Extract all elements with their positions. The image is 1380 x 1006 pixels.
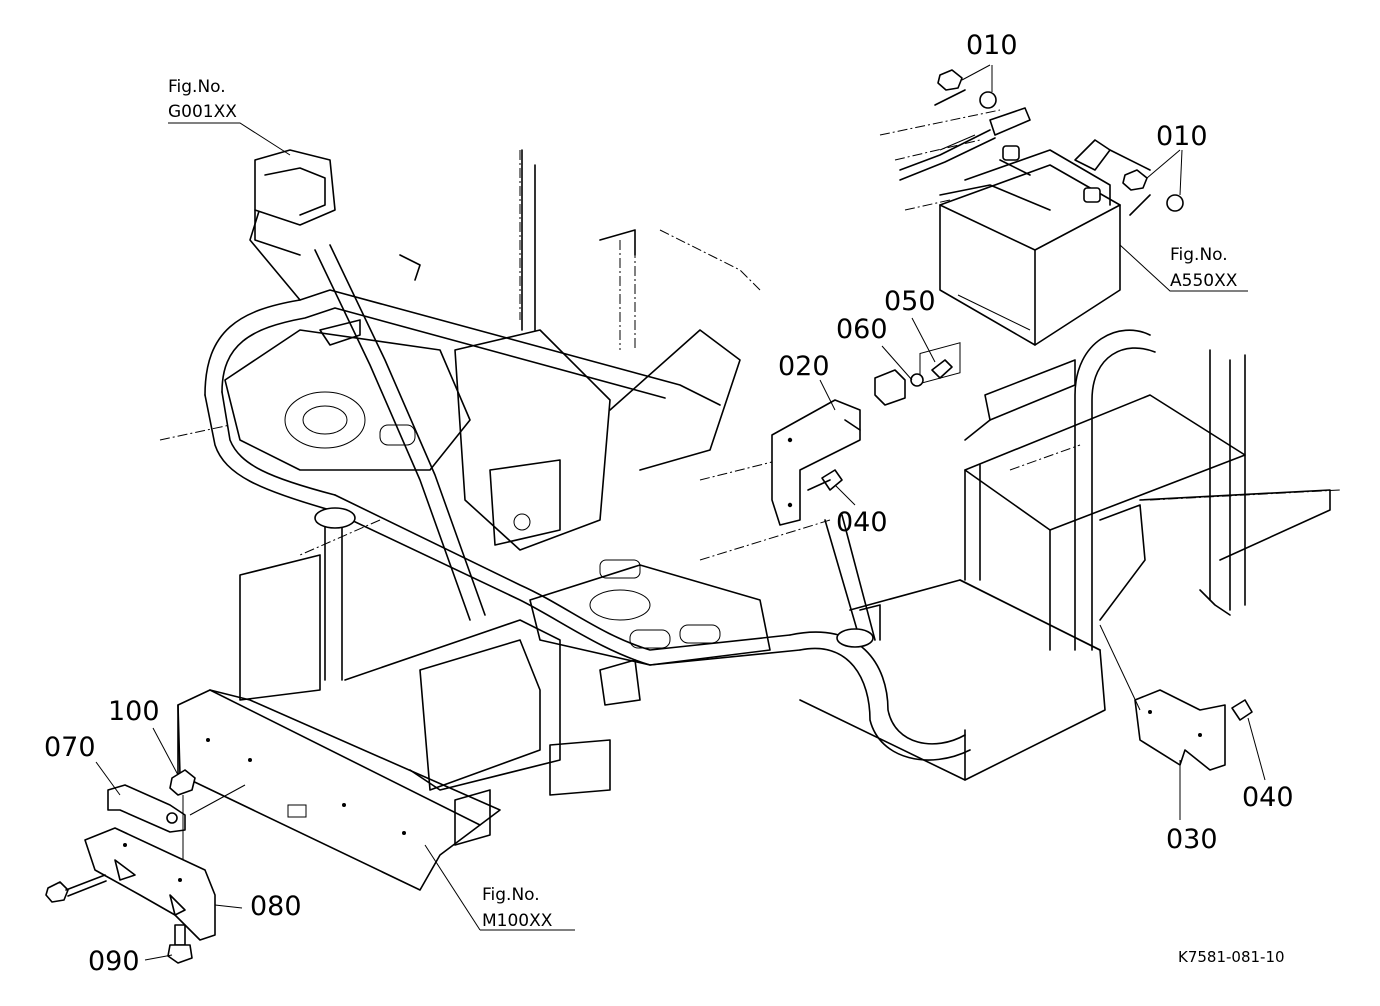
relay-060 — [874, 359, 953, 406]
label-050: 050 — [884, 286, 936, 317]
battery-assembly — [899, 89, 1151, 346]
labels: 010 010 050 060 020 040 040 030 100 070 … — [44, 30, 1294, 977]
fig-ref-a550-line2: A550XX — [1170, 271, 1238, 291]
leader-lines — [95, 64, 1266, 961]
bracket-030 — [1134, 689, 1253, 771]
fig-ref-a550-line1: Fig.No. — [1170, 245, 1228, 265]
fig-ref-m100-line1: Fig.No. — [482, 885, 540, 905]
label-060: 060 — [836, 314, 888, 345]
bracket-020 — [771, 399, 861, 526]
document-id: K7581-081-10 — [1178, 948, 1285, 966]
label-070: 070 — [44, 732, 96, 763]
label-010-right: 010 — [1156, 121, 1208, 152]
label-020: 020 — [778, 351, 830, 382]
frame-assembly — [159, 109, 1341, 891]
label-080: 080 — [250, 891, 302, 922]
label-030: 030 — [1166, 824, 1218, 855]
nut-010-group — [937, 69, 1184, 212]
label-010-top: 010 — [966, 30, 1018, 61]
label-040-right: 040 — [1242, 782, 1294, 813]
label-100: 100 — [108, 696, 160, 727]
fig-ref-g001-line1: Fig.No. — [168, 77, 226, 97]
label-090: 090 — [88, 946, 140, 977]
hitch-assembly — [45, 769, 246, 964]
bolt-040-center — [807, 469, 843, 491]
label-040-center: 040 — [836, 507, 888, 538]
fig-ref-g001-line2: G001XX — [168, 102, 237, 122]
fig-ref-m100-line2: M100XX — [482, 911, 553, 931]
